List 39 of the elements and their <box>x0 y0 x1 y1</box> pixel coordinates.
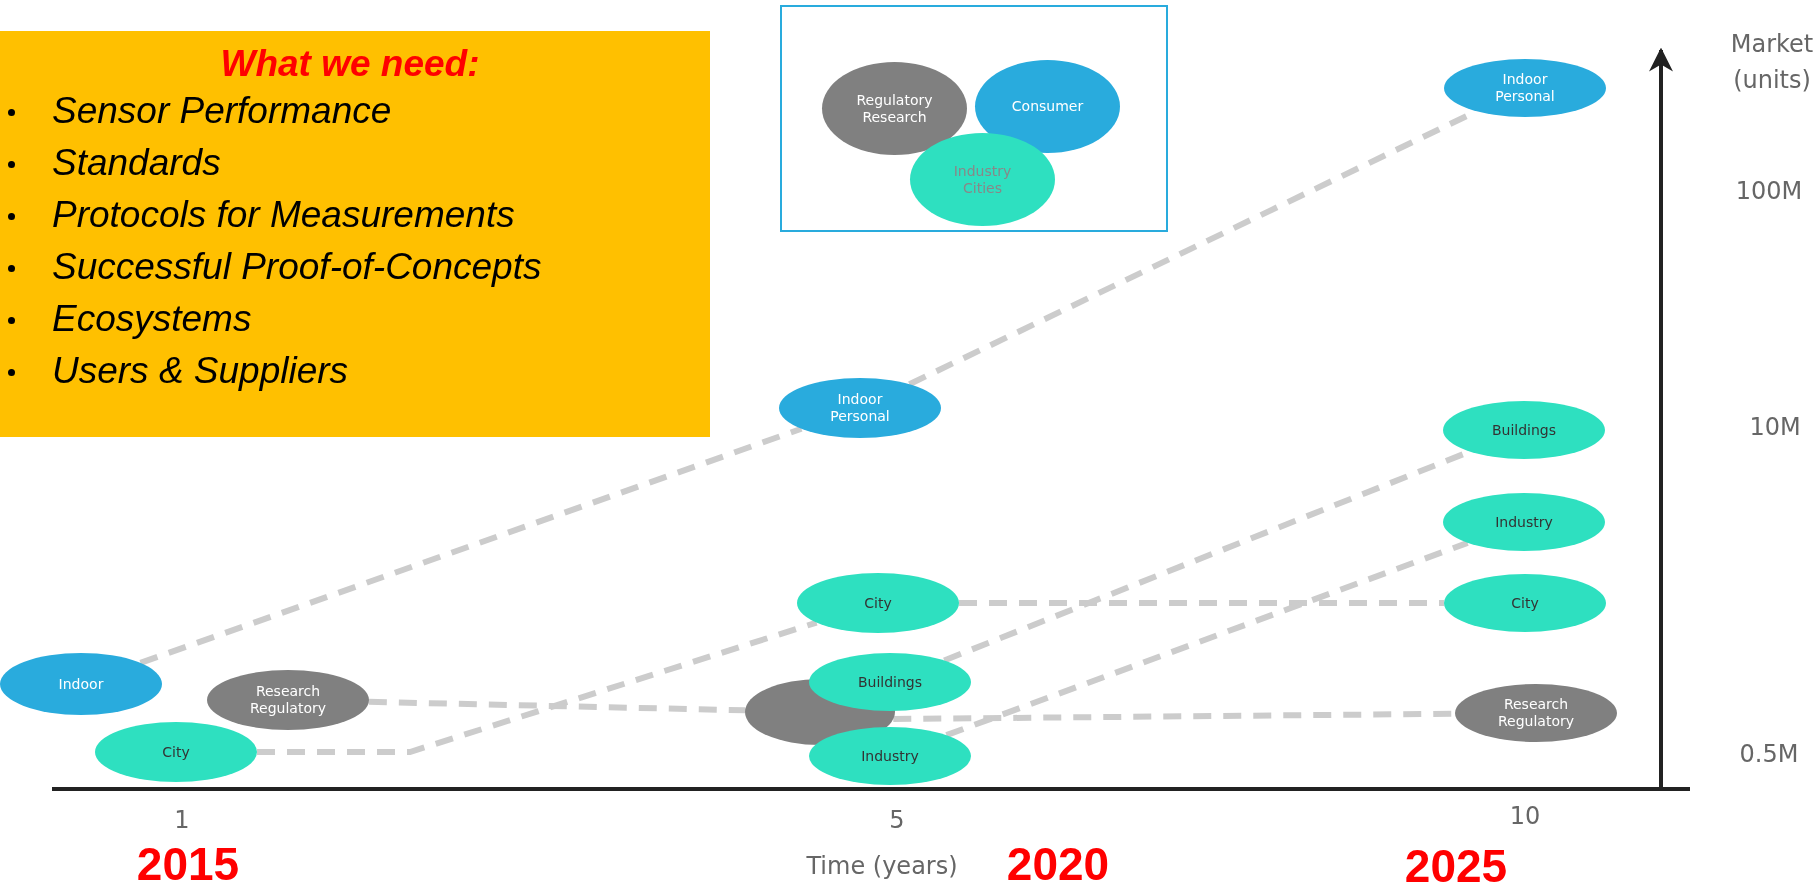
dashed-connector <box>959 600 1444 606</box>
node-label: Indoor Personal <box>1494 71 1556 105</box>
axis-title: Time (years) <box>806 852 958 880</box>
axis-title: Market (units) <box>1729 29 1815 96</box>
requirement-item: Sensor Performance <box>52 89 392 133</box>
panel-heading: What we need: <box>219 42 481 86</box>
year-label: 2015 <box>136 837 240 887</box>
node-label: Research Regulatory <box>1496 696 1575 730</box>
node-label: Indoor <box>57 675 105 693</box>
dashed-connector <box>257 619 818 755</box>
tick-label: 10 <box>1509 802 1541 830</box>
requirement-item: Standards <box>52 141 221 185</box>
node-label: Research Regulatory <box>248 683 327 717</box>
legend-label: Consumer <box>1010 98 1085 115</box>
requirement-item: Protocols for Measurements <box>52 193 515 237</box>
legend-label: Regulatory Research <box>855 91 934 126</box>
requirements-panel <box>0 31 710 437</box>
year-label: 2020 <box>1006 837 1110 887</box>
tick-label: 100M <box>1735 177 1803 205</box>
node-label: Indoor Personal <box>829 391 891 425</box>
dashed-connector <box>945 540 1469 738</box>
requirement-item: Successful Proof-of-Concepts <box>52 245 542 289</box>
node-label: Buildings <box>856 673 924 691</box>
node-label: City <box>863 594 893 612</box>
tick-label: 10M <box>1749 413 1801 441</box>
legend-label: Industry Cities <box>952 162 1013 197</box>
requirement-item: Ecosystems <box>52 297 252 341</box>
dashed-connector <box>368 698 746 714</box>
node-label: City <box>1510 594 1540 612</box>
node-label: City <box>161 743 191 761</box>
tick-label: 1 <box>174 806 190 834</box>
tick-label: 0.5M <box>1739 740 1799 768</box>
dashed-connector <box>139 425 803 666</box>
node-label: Buildings <box>1490 421 1558 439</box>
node-label: Industry <box>1494 513 1554 531</box>
tick-label: 5 <box>889 806 905 834</box>
year-label: 2025 <box>1404 839 1508 887</box>
requirement-item: Users & Suppliers <box>52 349 349 393</box>
node-label: Industry <box>860 747 920 765</box>
